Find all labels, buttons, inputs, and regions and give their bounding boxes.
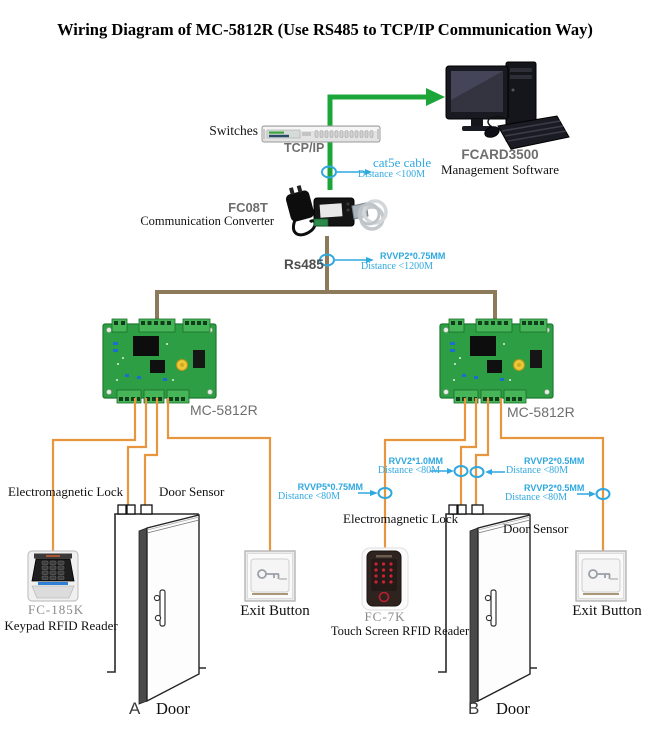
converter-name-label: Communication Converter: [140, 214, 274, 228]
door-a-graphic: [106, 504, 207, 705]
converter-model-label: FC08T: [228, 200, 268, 215]
exit-a-label: Exit Button: [240, 603, 310, 619]
spec-reader-distance: Distance <80M: [277, 491, 340, 502]
wire-lock-b: [459, 398, 478, 506]
door-a-letter: A: [129, 699, 141, 718]
door-b-word: Door: [496, 699, 530, 718]
wire-reader-a: [51, 398, 137, 551]
door-a-word: Door: [156, 699, 190, 718]
marker-reader-b: [377, 487, 393, 499]
spec-sensor-cable: RVVP2*0.5MM: [524, 456, 585, 466]
cable-arrows: [335, 169, 596, 497]
reader-fc185k-graphic: [27, 550, 79, 602]
marker-cat5e: [321, 165, 337, 179]
controller-board-b: [439, 318, 554, 404]
spec-exit-cable: RVVP2*0.5MM: [524, 483, 585, 493]
reader-a-model-label: FC-185K: [28, 602, 85, 617]
wire-lock-a: [126, 398, 148, 506]
rs485-bus-line: [155, 236, 497, 324]
wire-sensor-a: [143, 398, 159, 506]
tcpip-label: TCP/IP: [284, 141, 325, 155]
spec-lock-distance: Distance <80M: [377, 465, 440, 476]
spec-exit-distance: Distance <80M: [505, 492, 568, 503]
controller-board-a: [102, 318, 217, 404]
rs485-cable-label: RVVP2*0.75MM: [380, 251, 446, 261]
controller-a-model-label: MC-5812R: [190, 402, 258, 418]
reader-b-name-label: Touch Screen RFID Reader: [330, 624, 470, 638]
exit-button-b-graphic: [575, 550, 627, 602]
switches-label: Switches: [209, 123, 258, 138]
switch-device: [261, 125, 381, 143]
wire-reader-b: [383, 398, 467, 549]
tcpip-green-line: [327, 88, 445, 190]
cat5e-distance-label: Distance <100M: [358, 169, 426, 180]
reader-b-model-label: FC-7K: [364, 609, 406, 624]
spec-reader-cable: RVVP5*0.75MM: [297, 482, 363, 492]
converter-device: [285, 185, 388, 237]
marker-rs485: [319, 253, 335, 267]
cat5e-cable-label: cat5e cable: [373, 155, 432, 170]
reader-fc7k-graphic: [361, 547, 409, 611]
marker-lock-b: [453, 465, 469, 477]
marker-exit-b: [595, 488, 611, 500]
spec-lock-cable: RVV2*1.0MM: [388, 456, 443, 466]
marker-sensor-b: [469, 466, 485, 478]
diagram-title: Wiring Diagram of MC-5812R (Use RS485 to…: [57, 20, 593, 39]
sensor-a-label: Door Sensor: [159, 484, 225, 499]
computer-device: [445, 61, 570, 150]
cable-markers: [319, 165, 611, 500]
wire-exit-b: [499, 398, 605, 551]
exit-button-a-graphic: [244, 550, 296, 602]
reader-a-name-label: Keypad RFID Reader: [4, 618, 118, 633]
lock-a-label: Electromagnetic Lock: [8, 484, 124, 499]
door-b-letter: B: [468, 699, 480, 718]
lock-b-label: Electromagnetic Lock: [343, 511, 459, 526]
controller-b-model-label: MC-5812R: [507, 404, 575, 420]
wire-sensor-b: [474, 398, 490, 506]
computer-sub-label: Management Software: [440, 162, 560, 177]
exit-b-label: Exit Button: [572, 603, 642, 619]
computer-name-label: FCARD3500: [461, 147, 539, 162]
rs485-distance-label: Distance <1200M: [361, 261, 434, 272]
wire-exit-a: [166, 398, 272, 551]
door-a-wires: [51, 398, 272, 551]
spec-sensor-distance: Distance <80M: [506, 465, 569, 476]
rs485-label: Rs485: [284, 257, 324, 272]
sensor-b-label: Door Sensor: [503, 521, 569, 536]
door-b-wires: [383, 398, 605, 551]
